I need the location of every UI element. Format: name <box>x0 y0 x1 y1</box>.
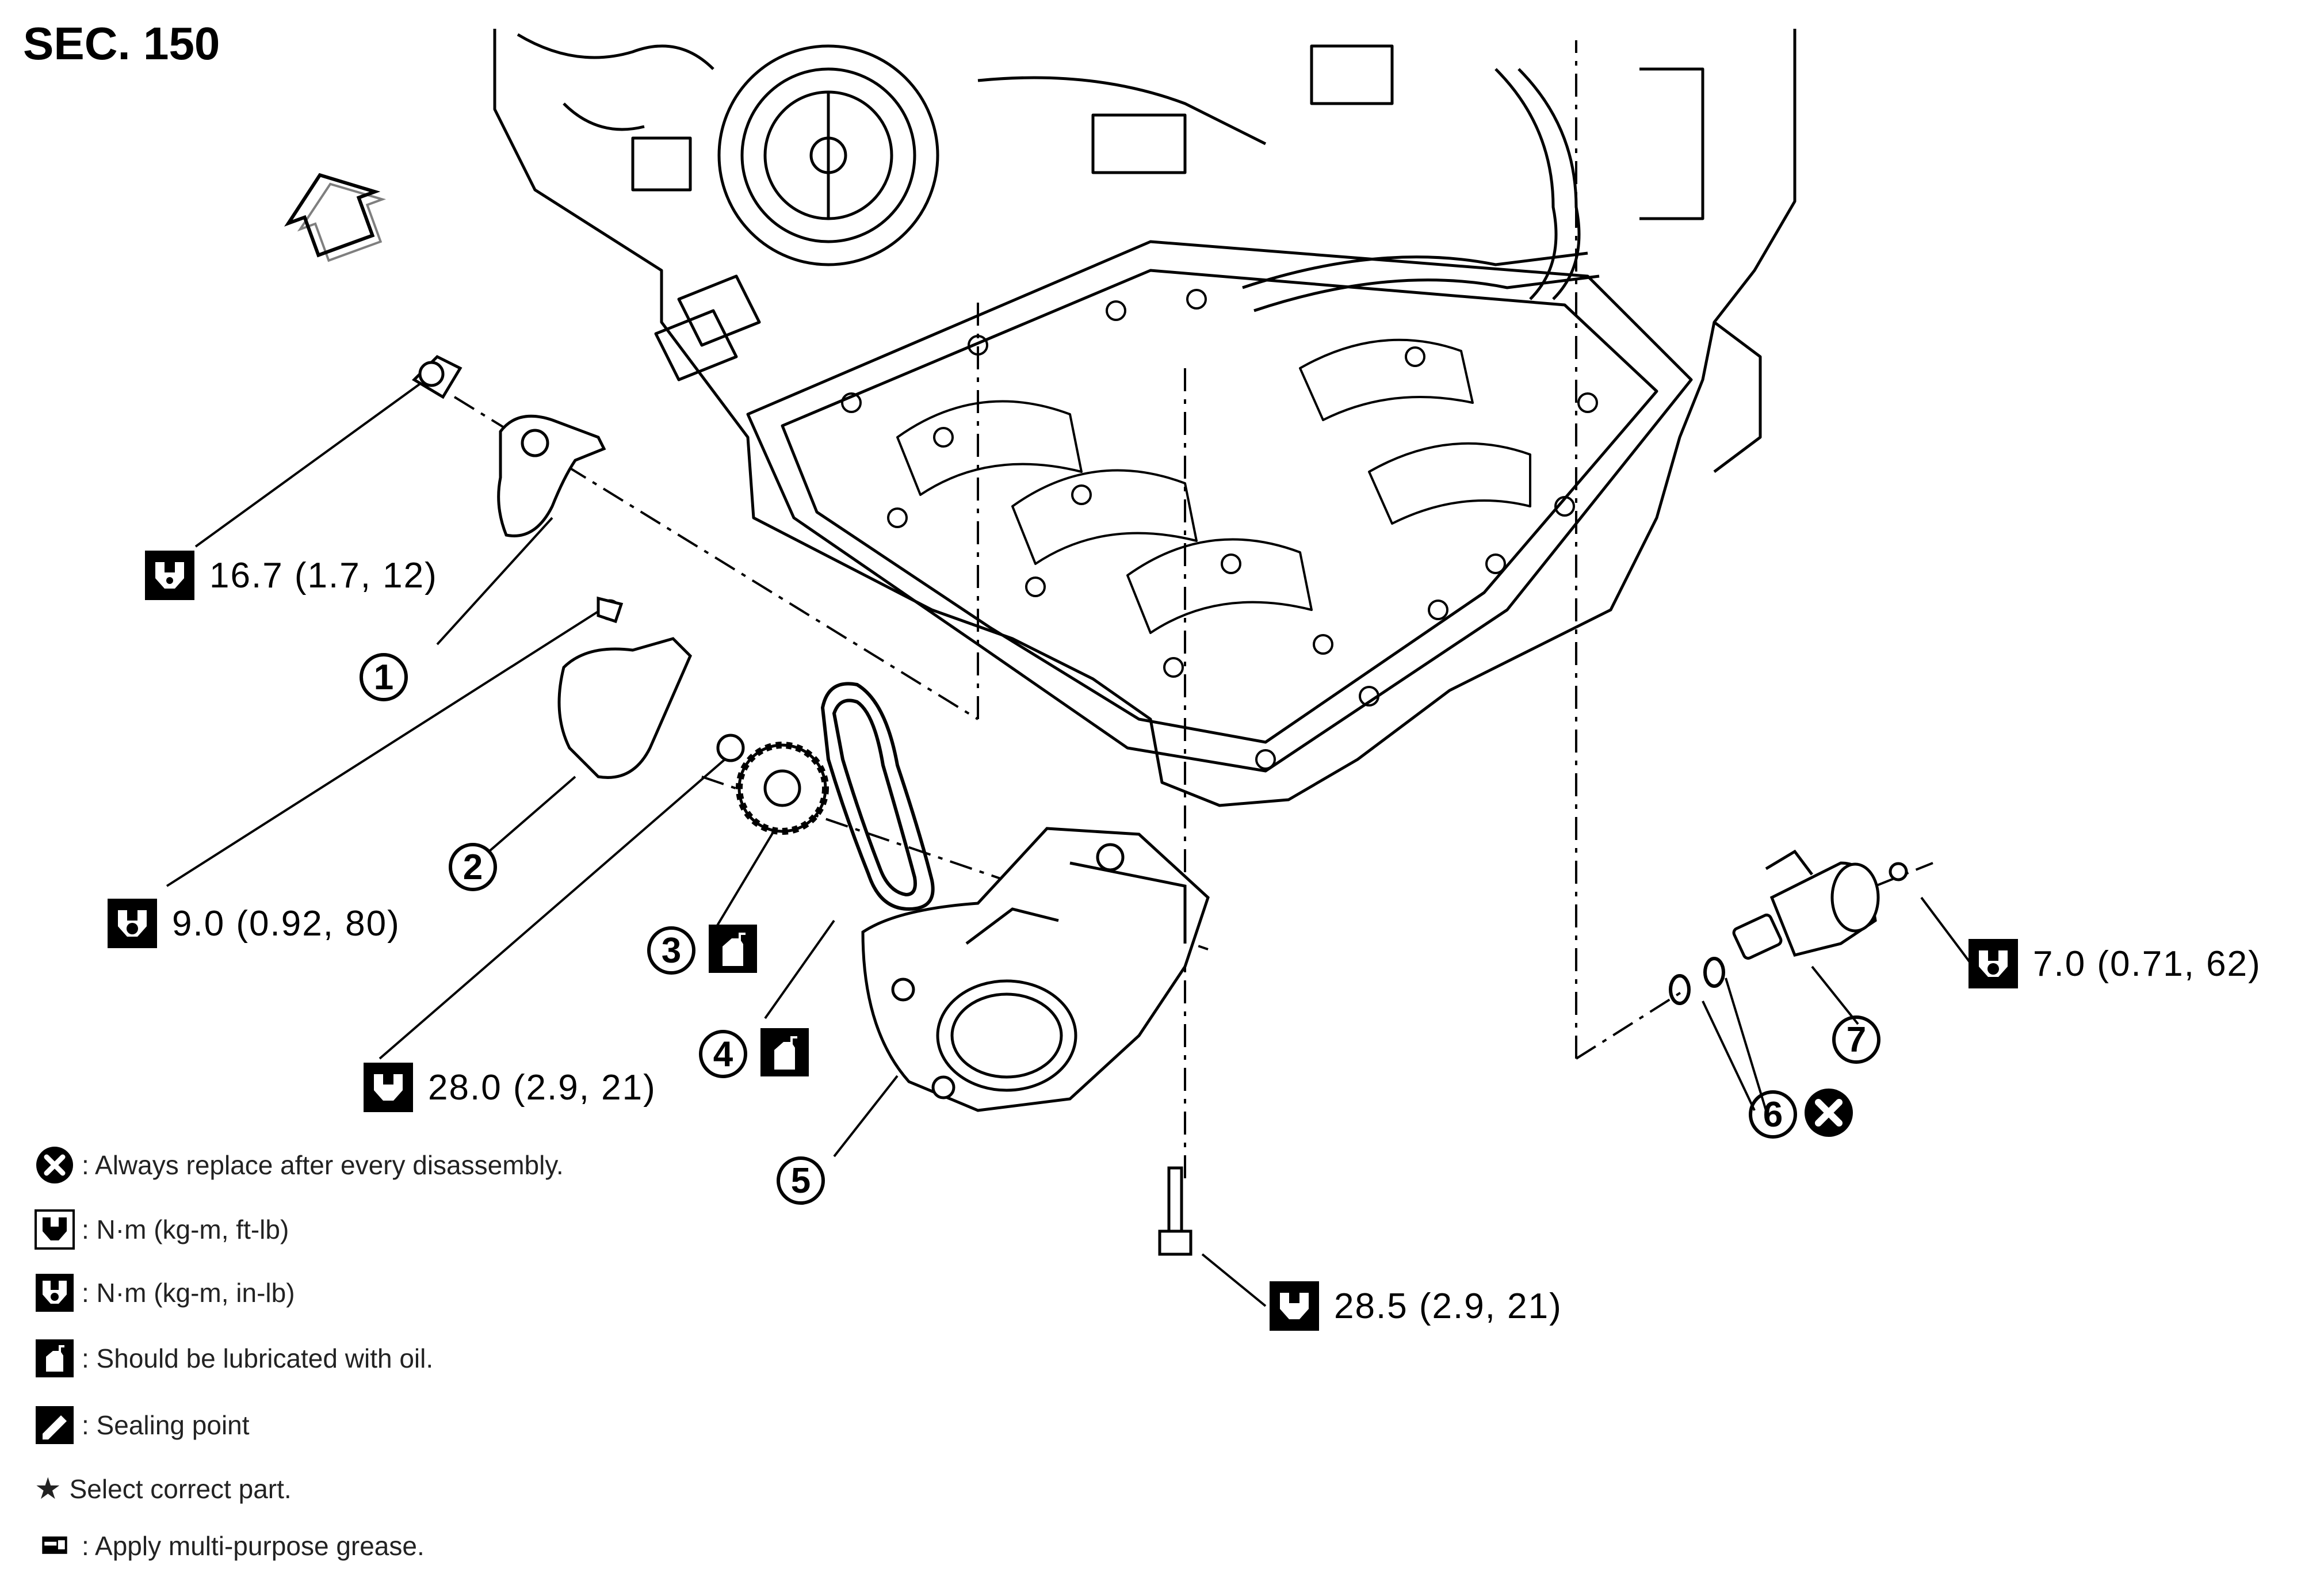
callout-6: 6 <box>1749 1090 1797 1139</box>
torque-spec-1: 16.7 (1.7, 12) <box>144 549 438 601</box>
legend-lubricate: : Should be lubricated with oil. <box>35 1338 433 1379</box>
legend-replace: : Always replace after every disassembly… <box>35 1145 564 1185</box>
alignment-lines <box>453 40 1933 1179</box>
leader-lines <box>166 379 1974 1307</box>
legend-text: : Sealing point <box>82 1410 250 1440</box>
part-7-solenoid <box>1732 849 1908 960</box>
part-2-cover <box>557 596 692 779</box>
torque-wrench-icon <box>145 551 194 600</box>
torque-value: 28.5 (2.9, 21) <box>1334 1286 1562 1326</box>
oil-can-icon <box>36 1339 74 1377</box>
torque-value: 9.0 (0.92, 80) <box>172 903 400 944</box>
part-4-chain <box>820 682 935 911</box>
torque-spec-4: 28.5 (2.9, 21) <box>1268 1280 1562 1332</box>
legend-text: Select correct part. <box>69 1474 292 1504</box>
section-title: SEC. 150 <box>23 18 220 69</box>
front-arrow-icon <box>284 173 387 262</box>
torque-wrench-icon <box>1270 1281 1319 1331</box>
callout-3: 3 <box>647 926 695 975</box>
torque-wrench-icon <box>1968 939 2018 988</box>
legend-torque-ftlb: : N·m (kg-m, ft-lb) <box>35 1209 289 1250</box>
sealing-point-icon <box>36 1406 74 1444</box>
torque-wrench-icon <box>108 899 157 948</box>
torque-spec-2: 9.0 (0.92, 80) <box>106 898 400 949</box>
part-5-oil-pump <box>861 827 1210 1112</box>
torque-spec-3: 28.0 (2.9, 21) <box>362 1061 656 1113</box>
torque-wrench-icon <box>35 1209 75 1250</box>
legend-text: : N·m (kg-m, ft-lb) <box>82 1215 289 1244</box>
callout-7: 7 <box>1832 1015 1880 1064</box>
legend-sealing: : Sealing point <box>35 1405 250 1445</box>
torque-value: 28.0 (2.9, 21) <box>428 1067 656 1108</box>
oil-can-icon <box>709 925 757 973</box>
part-1-bracket <box>411 354 606 537</box>
legend-grease: : Apply multi-purpose grease. <box>35 1530 425 1561</box>
legend-text: : N·m (kg-m, in-lb) <box>82 1278 295 1308</box>
torque-wrench-icon <box>36 1274 74 1312</box>
legend-select-part: ★ Select correct part. <box>35 1472 292 1506</box>
replace-x-icon <box>1805 1089 1853 1137</box>
part-3-sprocket <box>716 734 829 835</box>
legend-torque-inlb: : N·m (kg-m, in-lb) <box>35 1273 295 1313</box>
legend-text: : Always replace after every disassembly… <box>82 1150 564 1180</box>
callout-4: 4 <box>699 1030 747 1078</box>
part-6-o-rings <box>1669 957 1725 1005</box>
callout-1: 1 <box>360 653 408 701</box>
grease-icon <box>42 1536 67 1554</box>
legend-text: : Should be lubricated with oil. <box>82 1343 434 1373</box>
torque-wrench-icon <box>364 1063 413 1112</box>
callout-5: 5 <box>777 1156 825 1205</box>
legend-text: : Apply multi-purpose grease. <box>82 1531 425 1561</box>
torque-spec-5: 7.0 (0.71, 62) <box>1967 938 2261 990</box>
center-bolt <box>1158 1166 1192 1256</box>
torque-value: 7.0 (0.71, 62) <box>2033 944 2261 984</box>
oil-can-icon <box>760 1028 809 1076</box>
star-icon: ★ <box>35 1472 62 1506</box>
engine-block <box>493 29 1796 807</box>
callout-2: 2 <box>449 843 497 891</box>
replace-x-icon <box>36 1147 73 1183</box>
torque-value: 16.7 (1.7, 12) <box>209 555 438 595</box>
